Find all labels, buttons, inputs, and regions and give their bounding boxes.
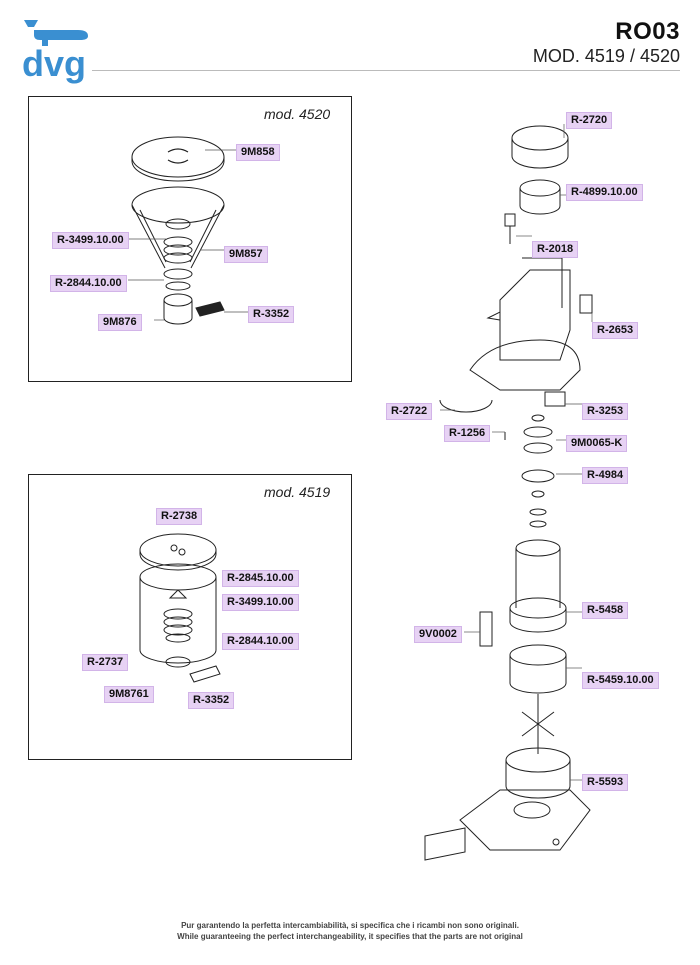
disclaimer-italian: Pur garantendo la perfetta intercambiabi… xyxy=(181,921,519,930)
grinder-main xyxy=(424,125,593,861)
part-label: R-2737 xyxy=(82,654,129,671)
part-label: R-3352 xyxy=(248,306,295,323)
part-label: 9M857 xyxy=(224,246,268,263)
part-label: R-2653 xyxy=(592,322,639,339)
part-label: R-4984 xyxy=(582,467,629,484)
part-label: R-2018 xyxy=(532,241,579,258)
part-label: R-3253 xyxy=(582,403,629,420)
part-label: 9M0065-K xyxy=(566,435,628,452)
part-label: R-2844.10.00 xyxy=(222,633,299,650)
header-divider xyxy=(92,70,680,71)
part-label: R-5593 xyxy=(582,774,629,791)
part-label: R-2845.10.00 xyxy=(222,570,299,587)
dvg-logo-graphic: dvg xyxy=(22,20,88,84)
part-label: 9M876 xyxy=(98,314,142,331)
part-label: R-2738 xyxy=(156,508,203,525)
model-code: RO03 xyxy=(615,18,680,45)
part-label: R-2720 xyxy=(566,112,613,129)
panel-title-4519: mod. 4519 xyxy=(264,484,331,500)
part-label: 9M858 xyxy=(236,144,280,161)
part-label: R-2844.10.00 xyxy=(50,275,127,292)
part-label: R-2722 xyxy=(386,403,433,420)
disclaimer: Pur garantendo la perfetta intercambiabi… xyxy=(0,920,700,942)
model-variants: MOD. 4519 / 4520 xyxy=(532,46,680,66)
dvg-logo: dvg xyxy=(20,18,100,84)
part-label: R-5459.10.00 xyxy=(582,672,659,689)
panel-title-4520: mod. 4520 xyxy=(264,106,331,122)
brand-name: dvg xyxy=(22,43,86,84)
part-label: R-4899.10.00 xyxy=(566,184,643,201)
part-label: R-3499.10.00 xyxy=(52,232,129,249)
part-label: R-5458 xyxy=(582,602,629,619)
part-label: 9V0002 xyxy=(414,626,462,643)
part-label: 9M8761 xyxy=(104,686,154,703)
part-label: R-3352 xyxy=(188,692,235,709)
disclaimer-english: While guaranteeing the perfect interchan… xyxy=(177,932,523,941)
part-label: R-1256 xyxy=(444,425,491,442)
part-label: R-3499.10.00 xyxy=(222,594,299,611)
